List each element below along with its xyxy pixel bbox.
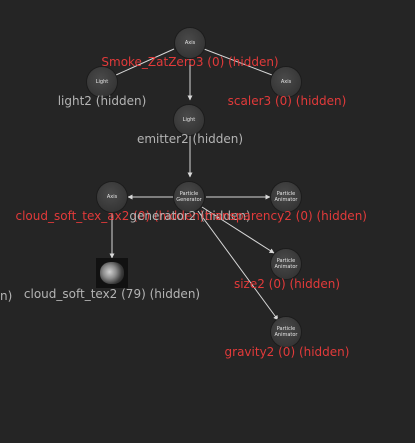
node-smoke-zatzero3[interactable]: Axis [175, 28, 205, 58]
node-type-label: Axis [106, 194, 118, 200]
node-scaler3[interactable]: Axis [271, 67, 301, 97]
edge-smoke-scaler3 [203, 48, 273, 76]
label-size2: size2 (0) (hidden) [233, 277, 341, 291]
node-light2[interactable]: Light [87, 67, 117, 97]
cloud-texture-preview [100, 262, 124, 284]
cloud-texture-thumbnail[interactable] [96, 258, 128, 288]
node-size2[interactable]: Particle Animator [271, 249, 301, 279]
label-generator2: generator2 (hidden) [129, 209, 251, 223]
label-cloud-soft-tex2: cloud_soft_tex2 (79) (hidden) [23, 287, 201, 301]
node-type-label: Particle Animator [274, 326, 298, 338]
edge-generator2-gravity2 [197, 210, 279, 321]
label-transparency2: transparency2 (0) (hidden) [205, 209, 367, 223]
node-type-label: Light [182, 117, 196, 123]
node-type-label: Particle Animator [274, 191, 298, 203]
label-scaler3: scaler3 (0) (hidden) [227, 94, 347, 108]
node-transparency2[interactable]: Particle Animator [271, 182, 301, 212]
node-gravity2[interactable]: Particle Animator [271, 317, 301, 347]
edge-generator2-size2 [201, 206, 275, 254]
node-type-label: Light [95, 79, 109, 85]
label-light2: light2 (hidden) [57, 94, 147, 108]
clipped-offscreen-label: n) [0, 289, 13, 303]
label-emitter2: emitter2 (hidden) [136, 132, 244, 146]
node-cloud-soft-tex-ax2[interactable]: Axis [97, 182, 127, 212]
edge-smoke-light2 [115, 48, 175, 76]
node-emitter2[interactable]: Light [174, 105, 204, 135]
node-generator2[interactable]: Particle Generator [174, 182, 204, 212]
node-type-label: Particle Generator [176, 191, 202, 203]
node-type-label: Axis [280, 79, 292, 85]
node-type-label: Axis [184, 40, 196, 46]
label-gravity2: gravity2 (0) (hidden) [224, 345, 350, 359]
label-smoke-zatzero3: Smoke_ZatZero3 (0) (hidden) [101, 55, 279, 69]
node-type-label: Particle Animator [274, 258, 298, 270]
label-cloud-soft-tex-ax2: cloud_soft_tex_ax2 (0) (hidden) [15, 209, 205, 223]
